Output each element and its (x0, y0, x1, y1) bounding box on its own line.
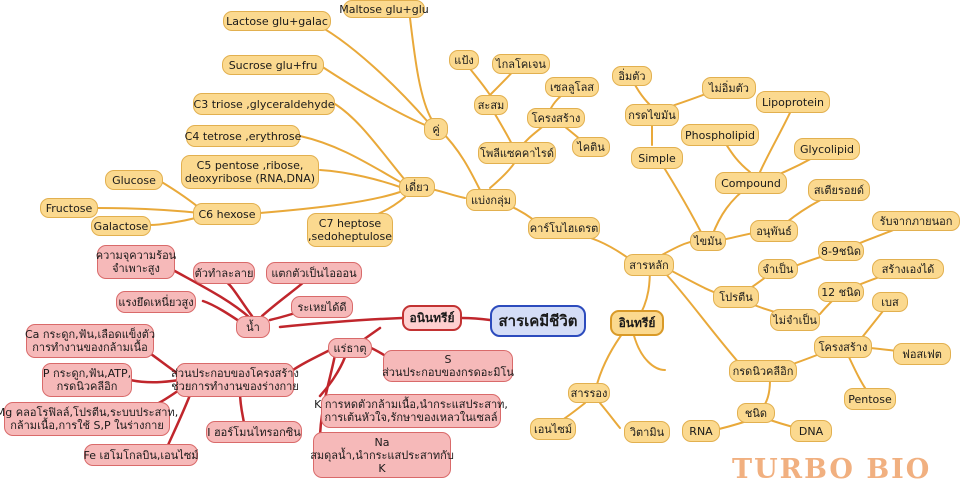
potassium-node: K การหดตัวกล้ามเนื้อ,นำกระแสประสาท, การเ… (314, 394, 508, 428)
storage-node: สะสม (474, 95, 508, 115)
triose-node: C3 triose ,glyceraldehyde (193, 93, 335, 115)
enzyme-node: เอนไซม์ (530, 418, 576, 440)
nonessential-aa-node: ไม่จำเป็น (770, 309, 820, 331)
pentose-sugar-node: Pentose (844, 388, 896, 410)
organic-node: อินทรีย์ (610, 310, 664, 336)
fatty-acid-node: กรดไขมัน (625, 104, 679, 126)
glucose-node: Glucose (105, 170, 163, 190)
nucleic-acid-node: กรดนิวคลีอิก (729, 360, 797, 382)
sucrose-node: Sucrose glu+fru (222, 55, 324, 75)
simple-lipid-node: Simple (631, 147, 683, 169)
steroid-node: สเตียรอยด์ (808, 179, 870, 201)
unsaturated-node: ไม่อิ่มตัว (702, 77, 756, 99)
base-node: เบส (872, 292, 908, 312)
heptose-node: C7 heptose ,sedoheptulose (307, 213, 393, 247)
carb-group-node: แบ่งกลุ่ม (466, 189, 516, 211)
compound-lipid-node: Compound (715, 172, 787, 194)
nucleic-type-node: ชนิด (737, 403, 775, 423)
hexose-node: C6 hexose (193, 203, 261, 225)
calcium-node: Ca กระดูก,ฟัน,เลือดแข็งตัว การทำงานของกล… (25, 324, 155, 358)
solvent-node: ตัวทำละลาย (193, 262, 255, 284)
galactose-node: Galactose (91, 216, 151, 236)
dna-node: DNA (790, 420, 832, 442)
chitin-node: ไคติน (572, 137, 610, 157)
maltose-node: Maltose glu+glu (339, 0, 429, 18)
protein-node: โปรตีน (713, 286, 759, 308)
pentose-node: C5 pentose ,ribose, deoxyribose (RNA,DNA… (181, 155, 319, 189)
fructose-node: Fructose (40, 198, 98, 218)
structural-minerals-node: ส่วนประกอบของโครงสร้าง ช่วยการทำงานของร่… (171, 363, 299, 397)
evaporation-node: ระเหยได้ดี (291, 296, 353, 318)
monosaccharide-node: เดี่ยว (399, 177, 435, 197)
sodium-node: Na สมดุลน้ำ,นำกระแสประสาทกับ K (310, 432, 454, 478)
essential-count-node: 8-9ชนิด (818, 241, 864, 261)
disaccharide-node: คู่ (424, 118, 448, 140)
inorganic-node: อนินทรีย์ (402, 305, 462, 331)
phospholipid-node: Phospholipid (681, 124, 759, 146)
saturated-node: อิ่มตัว (612, 66, 652, 86)
lipid-node: ไขมัน (690, 231, 726, 251)
self-synthesis-node: สร้างเองได้ (872, 259, 944, 279)
nucleic-structure-node: โครงสร้าง (814, 336, 872, 358)
lipoprotein-node: Lipoprotein (756, 91, 830, 113)
minerals-node: แร่ธาตุ (328, 338, 372, 358)
main-substance-node: สารหลัก (624, 254, 674, 276)
cellulose-node: เซลลูโลส (545, 77, 599, 97)
phosphorus-node: P กระดูก,ฟัน,ATP, กรดนิวคลีอิก (42, 363, 132, 397)
polysaccharide-node: โพลีแซคคาไรด์ (478, 142, 556, 164)
carbohydrate-node: คาร์โบไฮเดรต (528, 217, 600, 239)
derived-lipid-node: อนุพันธ์ (750, 220, 798, 242)
carb-structure-node: โครงสร้าง (527, 108, 585, 128)
lactose-node: Lactose glu+galac (223, 11, 331, 31)
magnesium-node: Mg คลอโรฟิลล์,โปรตีน,ระบบประสาท, กล้ามเน… (0, 402, 178, 436)
external-source-node: รับจากภายนอก (872, 211, 960, 231)
starch-node: แป้ง (449, 50, 479, 70)
glycolipid-node: Glycolipid (794, 138, 860, 160)
essential-aa-node: จำเป็น (758, 259, 798, 279)
cohesion-node: แรงยึดเหนี่ยวสูง (116, 291, 196, 313)
sulfur-node: S ส่วนประกอบของกรดอะมิโน (382, 350, 514, 382)
ionization-node: แตกตัวเป็นไอออน (266, 262, 362, 284)
iron-node: Fe เฮโมโกลบิน,เอนไซม์ (83, 444, 199, 466)
nonessential-count-node: 12 ชนิด (818, 282, 864, 302)
glycogen-node: ไกลโคเจน (492, 54, 550, 74)
tetrose-node: C4 tetrose ,erythrose (185, 125, 301, 147)
water-node: น้ำ (236, 316, 270, 338)
secondary-substance-node: สารรอง (568, 383, 610, 403)
rna-node: RNA (682, 420, 720, 442)
iodine-node: I ฮอร์โมนไทรอกซิน (206, 421, 302, 443)
phosphate-node: ฟอสเฟต (893, 343, 951, 365)
watermark-logo: TURBO BIO (732, 454, 932, 480)
vitamin-node: วิตามิน (624, 421, 670, 443)
heat-capacity-node: ความจุความร้อน จำเพาะสูง (96, 245, 176, 279)
root-node: สารเคมีชีวิต (490, 305, 586, 337)
